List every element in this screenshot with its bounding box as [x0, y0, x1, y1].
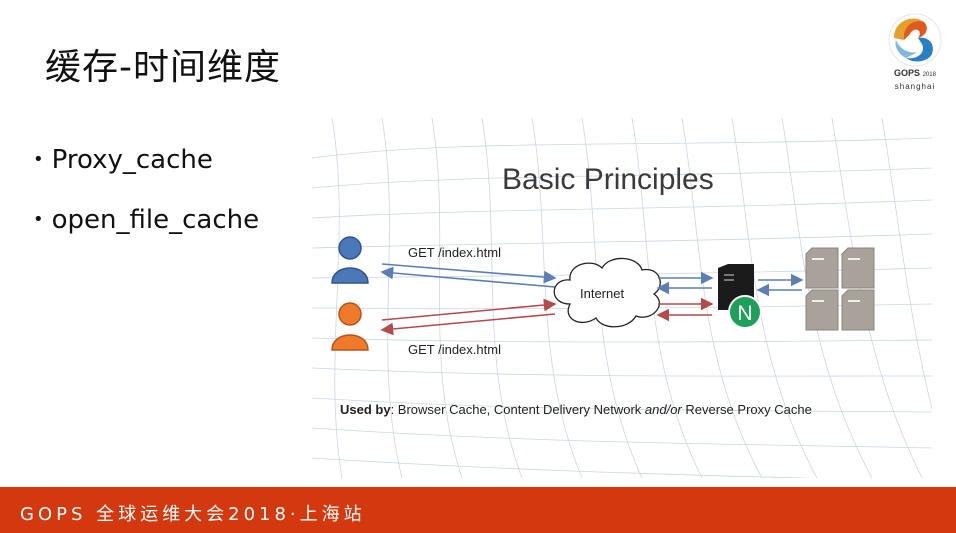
footer-bar: GOPS 全球运维大会2018·上海站: [0, 487, 956, 533]
nginx-badge-letter: N: [737, 302, 752, 325]
internet-cloud-icon: [553, 257, 661, 328]
red-response-arrow: [380, 313, 556, 336]
slide-title: 缓存-时间维度: [45, 47, 281, 88]
blue-request-arrow: [381, 263, 557, 284]
red-request-arrow: [381, 298, 557, 321]
bullet-text: Proxy_cache: [51, 145, 213, 175]
orange-user-icon: [331, 302, 369, 351]
bullet-list: • Proxy_cache • open_file_cache: [33, 142, 259, 262]
used-by-text-1: : Browser Cache, Content Delivery Networ…: [391, 402, 645, 417]
nginx-badge-icon: N: [728, 295, 762, 329]
blue-user-icon: [331, 236, 369, 284]
basic-principles-figure: Basic Principles GET /index.html GET /in…: [312, 118, 932, 478]
used-by-label: Used by: [340, 402, 391, 417]
bullet-text: open_file_cache: [51, 205, 260, 235]
used-by-italic: and/or: [645, 402, 683, 417]
bullet-item: • Proxy_cache: [33, 142, 259, 178]
internet-label: Internet: [580, 286, 624, 301]
footer-text: GOPS 全球运维大会2018·上海站: [20, 504, 366, 525]
blue-response-arrow: [380, 266, 556, 288]
gops-logo-icon: [888, 13, 942, 67]
top-request-label: GET /index.html: [408, 245, 501, 260]
logo-year: 2018: [922, 72, 936, 78]
bullet-dot-icon: •: [33, 209, 44, 230]
bullet-dot-icon: •: [33, 149, 44, 170]
logo-brand: GOPS: [894, 68, 921, 78]
logo-city: shanghai: [894, 82, 936, 91]
used-by-text-2: Reverse Proxy Cache: [682, 402, 812, 417]
bullet-item: • open_file_cache: [33, 202, 259, 238]
origin-servers-icon: [805, 247, 875, 331]
bottom-request-label: GET /index.html: [408, 342, 501, 357]
figure-heading: Basic Principles: [502, 163, 714, 196]
used-by-caption: Used by: Browser Cache, Content Delivery…: [340, 402, 812, 417]
logo-text: GOPS 2018 shanghai: [884, 68, 946, 92]
